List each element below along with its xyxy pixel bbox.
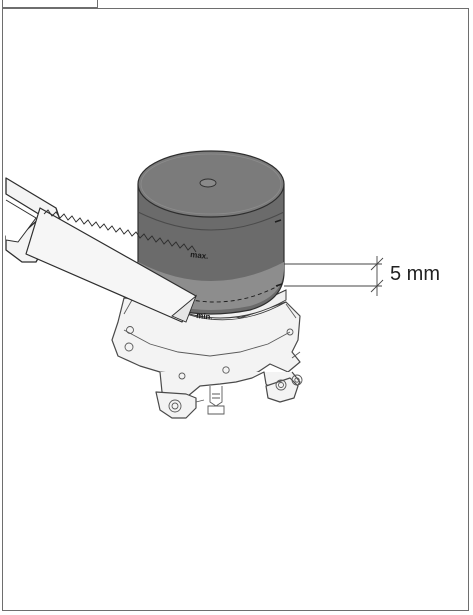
- dimension-label: 5 mm: [390, 263, 440, 285]
- mounting-housing: [111, 297, 301, 419]
- dimension-tick-top: [370, 257, 384, 271]
- max-marking: max.: [190, 250, 209, 261]
- protective-cap: max. min.: [137, 150, 285, 322]
- min-marking: min.: [196, 311, 213, 322]
- frame-border: [2, 8, 469, 611]
- dimension-tick-bottom: [370, 279, 384, 293]
- frame-corner-tab: [2, 0, 98, 8]
- dimension-indicator: [284, 256, 384, 296]
- housing-details: [123, 299, 303, 415]
- saw: [5, 177, 198, 323]
